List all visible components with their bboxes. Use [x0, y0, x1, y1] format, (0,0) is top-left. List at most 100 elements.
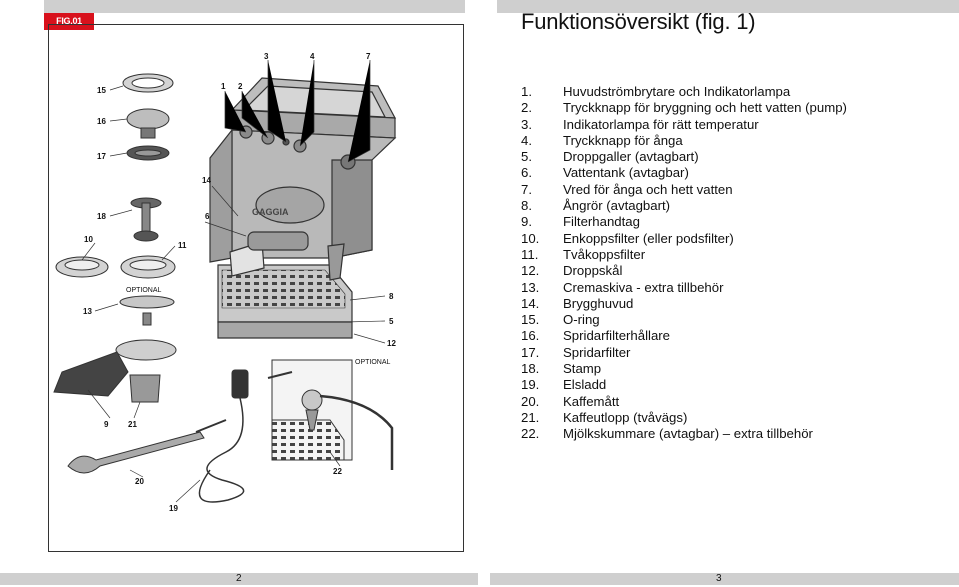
callout-8: 8 [389, 292, 394, 301]
item-number: 5. [521, 149, 532, 165]
item-number: 18. [521, 361, 540, 377]
item-number: 4. [521, 132, 532, 148]
callout-4: 4 [310, 52, 315, 61]
item-label: Vattentank (avtagbar) [563, 165, 689, 181]
callout-2: 2 [238, 82, 243, 91]
item-label: Elsladd [563, 377, 607, 393]
page-number-right: 3 [716, 573, 722, 584]
leader-lines [81, 60, 386, 503]
parts-list-item: 20. Kaffemått [521, 394, 847, 410]
item-label: Tryckknapp för bryggning och hett vatten… [563, 100, 847, 116]
callout-3: 3 [264, 52, 269, 61]
item-label: Indikatorlampa för rätt temperatur [563, 116, 759, 132]
item-label: Stamp [563, 361, 602, 377]
callout-12: 12 [387, 339, 396, 348]
callout-16: 16 [97, 117, 106, 126]
item-label: Filterhandtag [563, 214, 640, 230]
callout-6: 6 [205, 212, 210, 221]
parts-list-item: 4. Tryckknapp för ånga [521, 133, 847, 149]
item-number: 10. [521, 230, 540, 246]
callout-10: 10 [84, 235, 93, 244]
top-bar-right [497, 0, 959, 13]
item-number: 6. [521, 165, 532, 181]
item-label: Vred för ånga och hett vatten [563, 181, 733, 197]
parts-list-item: 8. Ångrör (avtagbart) [521, 198, 847, 214]
item-label: Droppskål [563, 263, 623, 279]
optional-label-1: OPTIONAL [126, 287, 162, 294]
item-number: 14. [521, 295, 540, 311]
parts-list-item: 1. Huvudströmbrytare och Indikatorlampa [521, 84, 847, 100]
figure-frame [48, 24, 464, 552]
callout-19: 19 [169, 504, 178, 513]
item-number: 11. [521, 246, 539, 262]
bottom-bar-right [490, 573, 959, 585]
parts-list-item: 14. Brygghuvud [521, 296, 847, 312]
item-number: 2. [521, 100, 532, 116]
item-number: 15. [521, 312, 540, 328]
item-label: Enkoppsfilter (eller podsfilter) [563, 230, 734, 246]
item-number: 17. [521, 344, 540, 360]
item-label: Spridarfilter [563, 344, 631, 360]
bottom-bar-left [0, 573, 478, 585]
item-label: Kaffeutlopp (tvåvägs) [563, 409, 688, 425]
item-label: Brygghuvud [563, 295, 634, 311]
parts-list-item: 9. Filterhandtag [521, 214, 847, 230]
callout-20: 20 [135, 477, 144, 486]
item-number: 13. [521, 279, 540, 295]
callout-21: 21 [128, 420, 137, 429]
accessories [53, 73, 249, 503]
callout-13: 13 [83, 307, 92, 316]
parts-list-item: 2. Tryckknapp för bryggning och hett vatt… [521, 100, 847, 116]
item-number: 8. [521, 198, 532, 214]
parts-list-item: 15. O-ring [521, 312, 847, 328]
page-title: Funktionsöversikt (fig. 1) [521, 9, 756, 34]
item-number: 20. [521, 393, 540, 409]
machine-diagram: GAGGIA OPTIONAL OPTIONAL [53, 52, 396, 513]
parts-list-item: 16. Spridarfilterhållare [521, 328, 847, 344]
brand-logo: GAGGIA [252, 207, 289, 217]
item-label: Mjölkskummare (avtagbar) – extra tillbeh… [563, 426, 813, 442]
item-label: Droppgaller (avtagbart) [563, 149, 699, 165]
item-number: 1. [521, 84, 532, 99]
callouts: 1 2 3 4 7 14 6 15 16 17 18 10 11 13 8 5 … [83, 52, 396, 513]
callout-15: 15 [97, 86, 106, 95]
item-number: 12. [521, 263, 540, 279]
parts-list-item: 13. Cremaskiva - extra tillbehör [521, 280, 847, 296]
top-bar-left [44, 0, 465, 13]
item-label: Cremaskiva - extra tillbehör [563, 279, 724, 295]
parts-list-item: 18. Stamp [521, 361, 847, 377]
item-number: 9. [521, 214, 532, 230]
item-label: Huvudströmbrytare och Indikatorlampa [563, 84, 791, 99]
parts-list-item: 22. Mjölkskummare (avtagbar) – extra till… [521, 426, 847, 442]
parts-list-item: 10. Enkoppsfilter (eller podsfilter) [521, 231, 847, 247]
item-label: O-ring [563, 312, 600, 328]
item-number: 3. [521, 116, 532, 132]
callout-5: 5 [389, 317, 394, 326]
item-number: 19. [521, 377, 540, 393]
callout-18: 18 [97, 212, 106, 221]
callout-14: 14 [202, 176, 211, 185]
item-number: 22. [521, 426, 540, 442]
callout-1: 1 [221, 82, 226, 91]
callout-17: 17 [97, 152, 106, 161]
item-number: 16. [521, 328, 540, 344]
parts-list-item: 17. Spridarfilter [521, 345, 847, 361]
parts-list-item: 19. Elsladd [521, 377, 847, 393]
figure-tag: FIG.01 [44, 13, 94, 30]
item-label: Spridarfilterhållare [563, 328, 671, 344]
milk-frother [267, 359, 394, 470]
item-label: Kaffemått [563, 393, 620, 409]
parts-list-item: 7. Vred för ånga och hett vatten [521, 182, 847, 198]
item-number: 21. [521, 409, 540, 425]
parts-list-item: 12. Droppskål [521, 263, 847, 279]
callout-9: 9 [104, 420, 109, 429]
item-label: Ångrör (avtagbart) [563, 198, 671, 214]
optional-label-2: OPTIONAL [355, 359, 391, 366]
parts-list-item: 6. Vattentank (avtagbar) [521, 165, 847, 181]
parts-list-item: 21. Kaffeutlopp (tvåvägs) [521, 410, 847, 426]
item-label: Tryckknapp för ånga [563, 132, 683, 148]
item-number: 7. [521, 181, 532, 197]
callout-7: 7 [366, 52, 371, 61]
parts-list-item: 3. Indikatorlampa för rätt temperatur [521, 117, 847, 133]
